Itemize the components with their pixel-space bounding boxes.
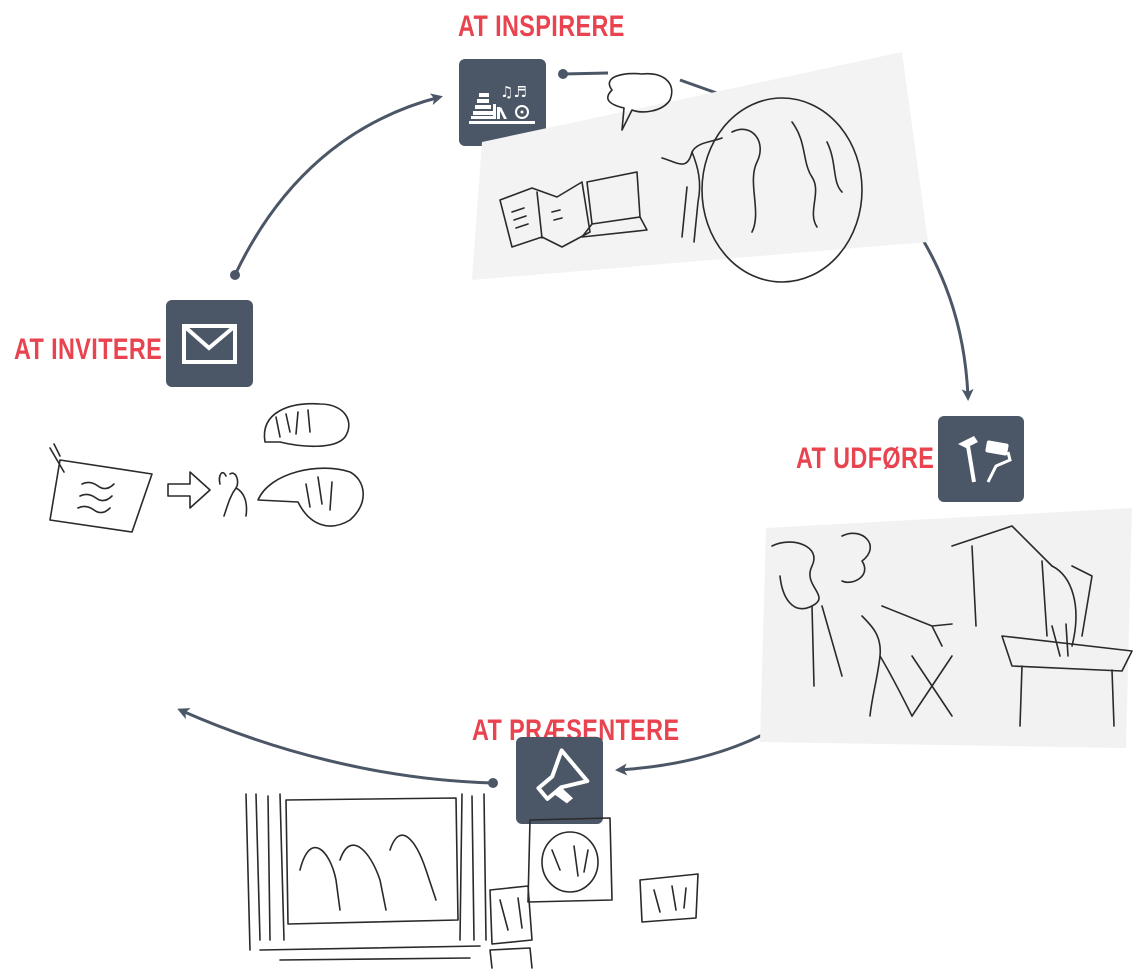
sketch-inspire-illustration	[472, 52, 928, 283]
label-inspire: AT INSPIRERE	[458, 10, 625, 43]
megaphone-icon	[516, 737, 603, 824]
svg-text:♫♬: ♫♬	[500, 83, 527, 101]
label-invite: AT INVITERE	[14, 333, 163, 366]
label-execute: AT UDFØRE	[796, 442, 935, 475]
hammer-paint-roller-icon	[938, 416, 1024, 502]
arrow-invite-to-inspire	[233, 93, 443, 276]
arrow-present-to-invite	[177, 708, 494, 785]
envelope-icon	[166, 300, 253, 387]
sketch-execute-illustration	[760, 508, 1133, 748]
connector-inspire-sketch	[562, 71, 609, 76]
sketch-invite-illustration	[49, 402, 364, 533]
sketch-present-illustration	[245, 793, 699, 969]
